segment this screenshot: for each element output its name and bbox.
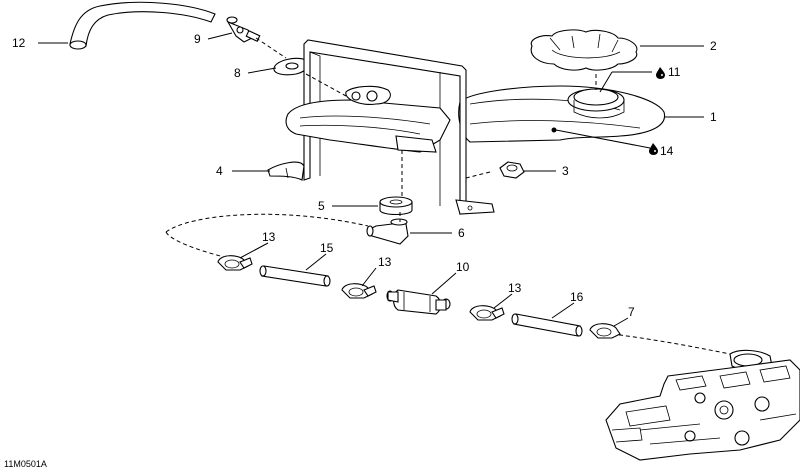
callout-13c: 13 [508, 281, 522, 295]
part-grommet-8 [273, 57, 309, 76]
callout-4: 4 [216, 164, 223, 178]
callout-3: 3 [562, 164, 569, 178]
part-hose-12 [69, 1, 216, 50]
callout-5: 5 [318, 199, 325, 213]
part-oil-tank-1 [458, 85, 666, 143]
part-nut-3 [499, 161, 525, 179]
callout-15: 15 [320, 241, 334, 255]
hose-routing-lines [165, 37, 741, 357]
callout-10: 10 [456, 260, 470, 274]
part-hose-16 [511, 313, 583, 337]
part-clamp-7 [589, 323, 621, 339]
callout-6: 6 [458, 226, 465, 240]
part-hose-15 [259, 265, 331, 287]
part-elbow-6 [366, 218, 409, 245]
leader-lines [38, 32, 704, 327]
callout-14: 14 [660, 144, 674, 158]
callout-8: 8 [234, 66, 241, 80]
callout-9: 9 [194, 32, 201, 46]
part-fitting-9 [226, 16, 261, 43]
part-clamp-13c [469, 305, 505, 321]
callout-11: 11 [668, 65, 681, 79]
oil-drop-icon [649, 143, 658, 155]
part-filter-10 [386, 289, 451, 315]
callout-13a: 13 [262, 230, 276, 244]
part-support-tray [285, 85, 451, 153]
part-clamp-13b [341, 283, 377, 299]
callout-7: 7 [628, 305, 635, 319]
part-oil-pump-assembly [605, 349, 800, 461]
callout-2: 2 [710, 39, 717, 53]
part-cap-2 [530, 29, 638, 71]
part-spacer-5 [379, 196, 413, 216]
callout-16: 16 [570, 290, 584, 304]
drawing-code: 11M0501A [4, 459, 47, 469]
oil-drop-icon [656, 67, 665, 79]
callout-12: 12 [12, 36, 26, 50]
part-clamp-13a [217, 255, 253, 271]
part-mount-plate-4 [267, 161, 305, 181]
callout-13b: 13 [378, 255, 392, 269]
callout-1: 1 [710, 110, 717, 124]
